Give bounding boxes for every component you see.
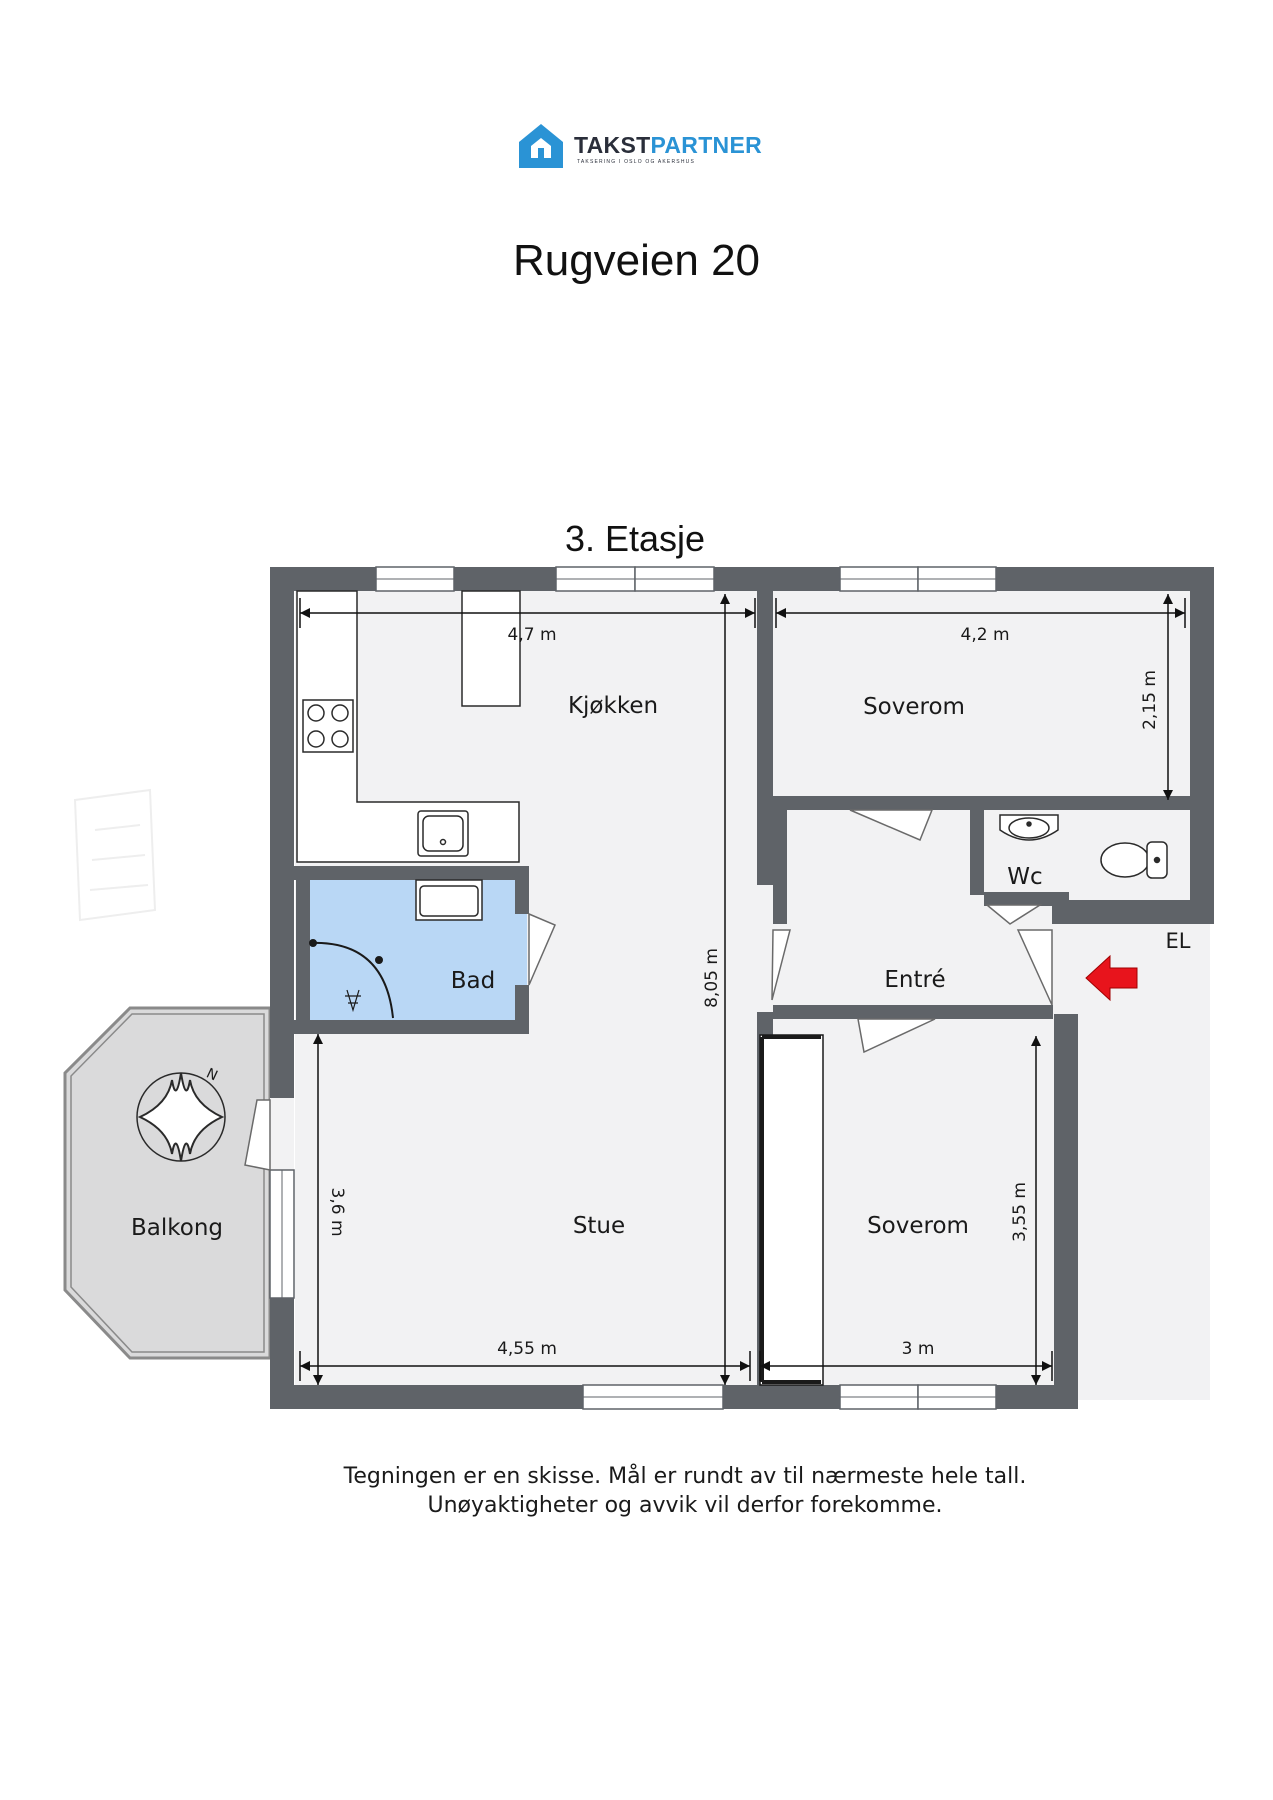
room-label-balcony: Balkong	[131, 1215, 223, 1241]
dimension-lines	[299, 594, 1186, 1385]
room-labels: Kjøkken Soverom Wc Bad Entré Balkong Stu…	[131, 693, 1191, 1241]
dim-bedroom-top-depth: 2,15 m	[1140, 670, 1160, 730]
door-openings	[270, 885, 773, 1170]
stove-icon	[302, 699, 354, 753]
room-label-bedroom-bottom: Soverom	[867, 1213, 969, 1239]
balcony-floor	[63, 1006, 272, 1360]
page-title: Rugveien 20	[512, 236, 761, 285]
disclaimer-line-2: Unøyaktigheter og avvik vil derfor forek…	[427, 1493, 943, 1518]
dim-bedroom-bottom-width: 3 m	[902, 1339, 935, 1359]
dim-kitchen-width: 4,7 m	[508, 625, 557, 645]
electrical-label: EL	[1166, 929, 1191, 953]
dim-bedroom-top-width: 4,2 m	[961, 625, 1010, 645]
dim-bedroom-bottom-depth: 3,55 m	[1010, 1182, 1030, 1242]
wardrobe	[759, 1034, 824, 1386]
compass-icon: N	[136, 1066, 226, 1162]
bathroom-sink-icon	[415, 879, 483, 921]
logo: TAKSTPARTNER TAKSERING I OSLO OG AKERSHU…	[515, 122, 775, 182]
dim-total-depth: 8,05 m	[702, 948, 722, 1008]
shower-icon	[309, 939, 394, 1019]
entrance-arrow-icon	[1085, 954, 1138, 1002]
room-label-bedroom-top: Soverom	[863, 694, 965, 720]
room-label-living: Stue	[573, 1213, 625, 1239]
toilet-icon	[1100, 841, 1168, 879]
background-sketch	[73, 788, 157, 922]
logo-wordmark: TAKSTPARTNER	[574, 132, 763, 158]
sink-icon	[417, 810, 469, 857]
door-swings	[244, 809, 1053, 1171]
disclaimer-line-1: Tegningen er en skisse. Mål er rundt av …	[343, 1464, 1027, 1489]
logo-tagline: TAKSERING I OSLO OG AKERSHUS	[577, 159, 695, 165]
room-label-kitchen: Kjøkken	[568, 693, 658, 719]
wc-sink-icon	[999, 814, 1059, 841]
house-icon	[519, 124, 563, 168]
dim-living-depth: 3,6 m	[327, 1188, 347, 1237]
room-label-entry: Entré	[884, 967, 945, 993]
dim-living-width: 4,55 m	[497, 1339, 557, 1359]
kitchen-island	[461, 590, 521, 707]
room-label-wc: Wc	[1007, 864, 1042, 890]
floor-label: 3. Etasje	[564, 518, 706, 559]
room-label-bathroom: Bad	[451, 968, 495, 994]
dimension-labels: 4,7 m 4,2 m 2,15 m 8,05 m 3,6 m 4,55 m 3…	[327, 625, 1160, 1359]
